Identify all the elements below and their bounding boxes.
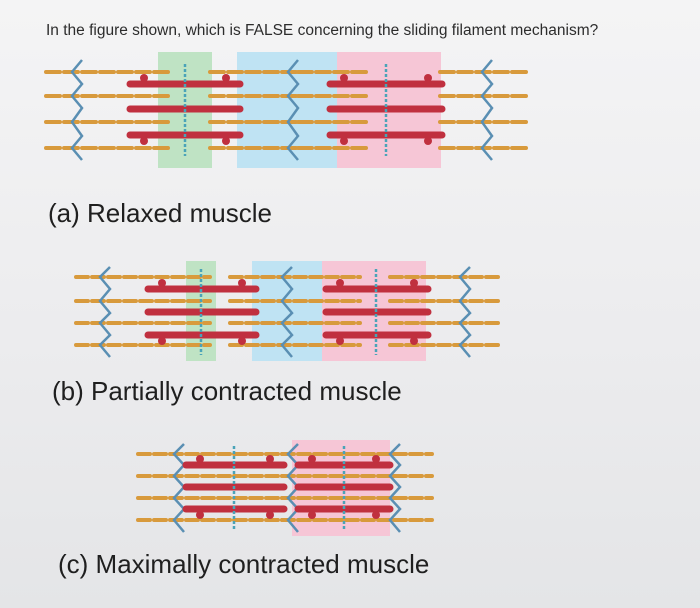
- myosin-head: [308, 511, 316, 519]
- sarcomere-panel-partial: [70, 257, 510, 367]
- caption-partially-contracted: (b) Partially contracted muscle: [52, 376, 402, 406]
- myosin-head: [222, 74, 230, 82]
- sarcomere-diagram-partial: [74, 261, 502, 361]
- caption-relaxed: (a) Relaxed muscle: [48, 198, 272, 228]
- myosin-head: [410, 279, 418, 287]
- question-text: In the figure shown, which is FALSE conc…: [46, 22, 599, 39]
- z-disc: [70, 59, 84, 161]
- myosin-head: [340, 137, 348, 145]
- myosin-head: [238, 279, 246, 287]
- myosin-head: [158, 337, 166, 345]
- myosin-head: [266, 511, 274, 519]
- sarcomere-panel-maximal: [132, 436, 442, 540]
- myosin-head: [340, 74, 348, 82]
- caption-maximally-contracted: (c) Maximally contracted muscle: [58, 549, 430, 579]
- myosin-head: [140, 137, 148, 145]
- myosin-head: [308, 455, 316, 463]
- sarcomere-diagram-relaxed: [44, 52, 528, 168]
- h-zone-region: [237, 52, 337, 168]
- myosin-head: [372, 455, 380, 463]
- myosin-head: [222, 137, 230, 145]
- z-disc: [286, 59, 300, 161]
- z-disc: [388, 443, 402, 533]
- myosin-head: [158, 279, 166, 287]
- sarcomere-diagram-maximal: [136, 440, 434, 536]
- myosin-head: [372, 511, 380, 519]
- myosin-head: [196, 511, 204, 519]
- myosin-head: [238, 337, 246, 345]
- z-disc: [458, 266, 472, 358]
- myosin-head: [336, 337, 344, 345]
- z-disc: [480, 59, 494, 161]
- myosin-head: [140, 74, 148, 82]
- sarcomere-panel-relaxed: [40, 48, 540, 173]
- z-disc: [98, 266, 112, 358]
- myosin-head: [424, 74, 432, 82]
- z-disc: [280, 266, 294, 358]
- myosin-head: [424, 137, 432, 145]
- myosin-head: [336, 279, 344, 287]
- myosin-head: [410, 337, 418, 345]
- myosin-head: [266, 455, 274, 463]
- myosin-head: [196, 455, 204, 463]
